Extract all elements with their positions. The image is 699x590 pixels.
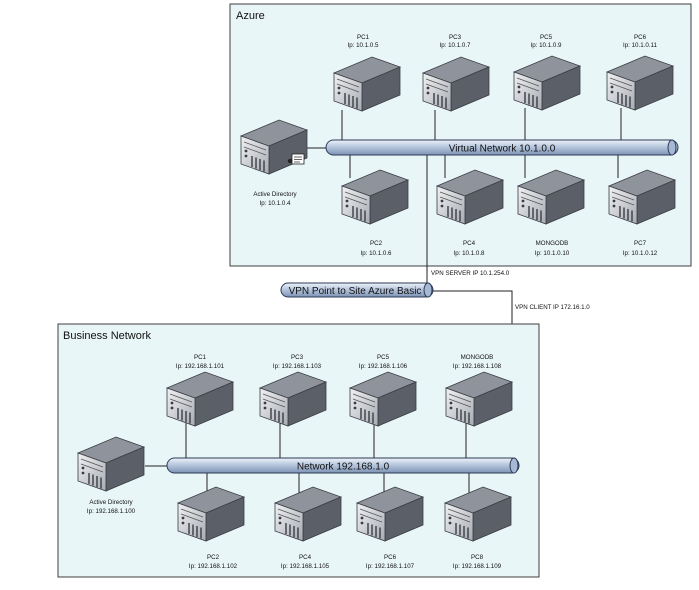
business-host-pc6: PC6 Ip: 192.168.1.107 — [356, 486, 424, 570]
host-name: Active Directory — [253, 191, 297, 198]
host-ip: Ip: 192.168.1.106 — [359, 363, 408, 370]
host-name: PC1 — [194, 354, 207, 361]
azure-network-label: Virtual Network 10.1.0.0 — [449, 144, 556, 155]
host-ip: Ip: 192.168.1.109 — [453, 563, 502, 570]
azure-host-pc2: PC2 Ip: 10.1.0.6 — [341, 169, 409, 257]
business-network-label: Network 192.168.1.0 — [297, 462, 390, 473]
host-name: MONGODB — [536, 240, 569, 247]
host-name: MONGODB — [461, 354, 494, 361]
host-ip: Ip: 192.168.1.103 — [273, 363, 322, 370]
host-name: PC5 — [540, 34, 553, 41]
host-ip: Ip: 10.1.0.4 — [260, 200, 292, 207]
host-ip: Ip: 192.168.1.102 — [189, 563, 238, 570]
host-name: PC4 — [299, 554, 312, 561]
business-title: Business Network — [63, 330, 152, 342]
vpn-bus: VPN Point to Site Azure Basic — [280, 282, 434, 298]
host-name: PC3 — [449, 34, 462, 41]
host-name: PC2 — [207, 554, 220, 561]
host-name: PC6 — [384, 554, 397, 561]
host-ip: Ip: 10.1.0.12 — [623, 250, 658, 257]
azure-host-pc5: PC5 Ip: 10.1.0.9 — [513, 34, 581, 111]
business-active-directory: Active Directory Ip: 192.168.1.100 — [77, 436, 145, 515]
host-name: PC5 — [377, 354, 390, 361]
host-ip: Ip: 192.168.1.100 — [87, 508, 136, 515]
business-host-mongodb: MONGODB Ip: 192.168.1.108 — [445, 354, 513, 427]
azure-active-directory: Active Directory Ip: 10.1.0.4 — [240, 119, 308, 207]
host-ip: Ip: 10.1.0.8 — [454, 250, 486, 257]
azure-panel: Azure Virtual Network 10.1.0.0 PC1 Ip: 1… — [229, 3, 692, 267]
host-ip: Ip: 10.1.0.9 — [531, 42, 563, 49]
azure-title: Azure — [236, 10, 265, 22]
host-ip: Ip: 192.168.1.108 — [453, 363, 502, 370]
host-name: PC2 — [370, 240, 383, 247]
business-host-pc8: PC8 Ip: 192.168.1.109 — [444, 486, 512, 570]
host-ip: Ip: 192.168.1.105 — [281, 563, 330, 570]
host-ip: Ip: 10.1.0.7 — [440, 42, 472, 49]
host-ip: Ip: 192.168.1.107 — [366, 563, 415, 570]
vpn-link: VPN SERVER IP 10.1.254.0 VPN CLIENT IP 1… — [280, 155, 590, 398]
vpn-label: VPN Point to Site Azure Basic — [289, 286, 422, 297]
host-name: Active Directory — [89, 499, 133, 506]
azure-host-pc4: PC4 Ip: 10.1.0.8 — [436, 169, 504, 257]
business-host-pc1: PC1 Ip: 192.168.1.101 — [166, 354, 234, 427]
azure-host-pc3: PC3 Ip: 10.1.0.7 — [422, 34, 490, 112]
azure-host-pc6: PC6 Ip: 10.1.0.11 — [606, 34, 674, 111]
business-network-bus: Network 192.168.1.0 — [166, 457, 520, 474]
azure-host-pc7: PC7 Ip: 10.1.0.12 — [608, 169, 676, 257]
host-name: PC6 — [634, 34, 647, 41]
azure-host-pc1: PC1 Ip: 10.1.0.5 — [333, 34, 401, 112]
host-ip: Ip: 192.168.1.101 — [176, 363, 225, 370]
business-panel: Business Network Network 192.168.1.0 PC1… — [57, 323, 540, 578]
business-host-pc2: PC2 Ip: 192.168.1.102 — [177, 486, 245, 570]
host-ip: Ip: 10.1.0.5 — [348, 42, 380, 49]
host-ip: Ip: 10.1.0.6 — [361, 250, 393, 257]
host-name: PC4 — [463, 240, 476, 247]
business-host-pc3: PC3 Ip: 192.168.1.103 — [259, 354, 327, 427]
vpn-client-ip: VPN CLIENT IP 172.16.1.0 — [515, 304, 590, 311]
azure-virtual-network-bus: Virtual Network 10.1.0.0 — [325, 139, 679, 156]
host-name: PC3 — [291, 354, 304, 361]
host-ip: Ip: 10.1.0.11 — [623, 42, 658, 49]
azure-host-mongodb: MONGODB Ip: 10.1.0.10 — [517, 169, 585, 257]
host-name: PC7 — [634, 240, 647, 247]
business-host-pc5: PC5 Ip: 192.168.1.106 — [349, 354, 417, 427]
vpn-server-ip: VPN SERVER IP 10.1.254.0 — [431, 270, 510, 277]
business-host-pc4: PC4 Ip: 192.168.1.105 — [274, 486, 342, 570]
host-name: PC1 — [357, 34, 370, 41]
host-name: PC8 — [471, 554, 484, 561]
host-ip: Ip: 10.1.0.10 — [535, 250, 570, 257]
